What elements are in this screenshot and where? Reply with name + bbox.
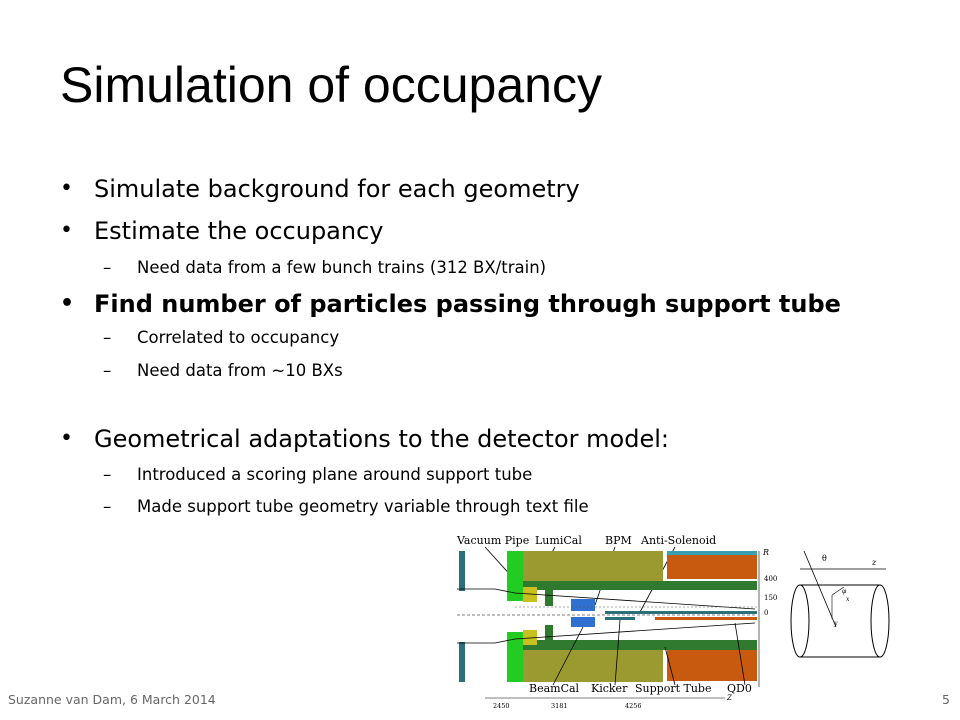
- inset-label-z: z: [871, 558, 877, 567]
- sub-bullet-item: – Need data from ~10 BXs: [103, 360, 343, 382]
- leader-line: [664, 646, 676, 686]
- support-tube-top: [523, 581, 757, 590]
- page-number: 5: [942, 692, 950, 707]
- support-ring-bottom: [545, 625, 553, 641]
- green-column-top: [507, 551, 523, 601]
- particle-track: [803, 550, 837, 628]
- bullet-item: Geometrical adaptations to the detector …: [60, 424, 669, 454]
- sub-bullet-text: Made support tube geometry variable thro…: [137, 497, 589, 516]
- leader-line: [552, 626, 584, 686]
- inset-label-y: y: [833, 620, 838, 627]
- inset-label-x: x: [846, 596, 850, 603]
- qd0-magnet: [605, 611, 757, 614]
- label-support-tube: Support Tube: [635, 682, 711, 695]
- sub-bullet-item: – Made support tube geometry variable th…: [103, 496, 589, 518]
- green-column-bottom: [507, 632, 523, 682]
- tick-r150: 150: [764, 594, 777, 602]
- label-r-axis: R: [762, 548, 769, 557]
- sub-bullet-item: – Introduced a scoring plane around supp…: [103, 464, 533, 486]
- olive-block-bottom: [523, 650, 663, 682]
- inset-label-theta: θ: [822, 554, 827, 563]
- anti-solenoid-top: [667, 551, 757, 579]
- sub-bullet-marker: –: [103, 497, 112, 516]
- inset-label-phi: φ: [842, 588, 847, 595]
- sub-bullet-marker: –: [103, 361, 112, 380]
- bullet-item: Estimate the occupancy: [60, 216, 383, 246]
- lumical-bottom: [523, 630, 537, 645]
- cylinder-end-near: [790, 584, 810, 658]
- support-ring-top: [545, 590, 553, 606]
- label-lumical: LumiCal: [535, 534, 582, 547]
- slide-title: Simulation of occupancy: [60, 57, 602, 113]
- label-z-axis: Z: [726, 694, 732, 702]
- x-axis-arrow: [831, 586, 845, 596]
- sub-bullet-text: Need data from a few bunch trains (312 B…: [137, 258, 547, 277]
- vacuum-pipe-flange-bottom: [459, 642, 465, 682]
- leader-line: [734, 622, 746, 686]
- bullet-item-bold: Find number of particles passing through…: [60, 289, 841, 319]
- tick-r0: 0: [764, 609, 768, 617]
- label-anti-solenoid: Anti-Solenoid: [640, 534, 716, 547]
- coordinate-system-inset: z θ φ x y: [790, 550, 890, 658]
- footer-author-date: Suzanne van Dam, 6 March 2014: [8, 692, 216, 707]
- support-tube-bottom: [523, 640, 757, 650]
- sub-bullet-marker: –: [103, 465, 112, 484]
- tick-z3181: 3181: [551, 702, 568, 710]
- olive-block-top: [523, 551, 663, 581]
- kicker-element: [605, 617, 635, 620]
- beamcal-bottom: [571, 617, 595, 627]
- bullet-item: Simulate background for each geometry: [60, 174, 580, 204]
- qd0-coil: [655, 617, 757, 620]
- tick-z2450: 2450: [493, 702, 510, 710]
- beam-pipe-line: [457, 622, 756, 644]
- tick-z4256: 4256: [625, 702, 642, 710]
- vacuum-pipe-flange-top: [459, 551, 465, 591]
- leader-line: [614, 619, 621, 686]
- sub-bullet-text: Introduced a scoring plane around suppor…: [137, 465, 533, 484]
- cylinder-end-far: [870, 584, 890, 658]
- sub-bullet-item: – Need data from a few bunch trains (312…: [103, 257, 547, 279]
- label-vacuum-pipe: Vacuum Pipe: [456, 534, 529, 547]
- beam-pipe-line: [457, 588, 756, 610]
- sub-bullet-item: – Correlated to occupancy: [103, 327, 340, 349]
- label-qd0: QD0: [727, 682, 752, 695]
- detector-cross-section-figure: Vacuum Pipe LumiCal BPM Anti-Solenoid R: [456, 534, 777, 710]
- label-kicker: Kicker: [591, 682, 628, 695]
- sub-bullet-marker: –: [103, 328, 112, 347]
- sub-bullet-marker: –: [103, 258, 112, 277]
- lumical-top: [523, 587, 537, 602]
- label-bpm: BPM: [605, 534, 632, 547]
- sub-bullet-text: Need data from ~10 BXs: [137, 361, 343, 380]
- sub-bullet-text: Correlated to occupancy: [137, 328, 340, 347]
- solenoid-edge-top: [667, 551, 757, 555]
- tick-r400: 400: [764, 575, 777, 583]
- label-beamcal: BeamCal: [529, 682, 580, 695]
- beamcal-top: [571, 599, 595, 611]
